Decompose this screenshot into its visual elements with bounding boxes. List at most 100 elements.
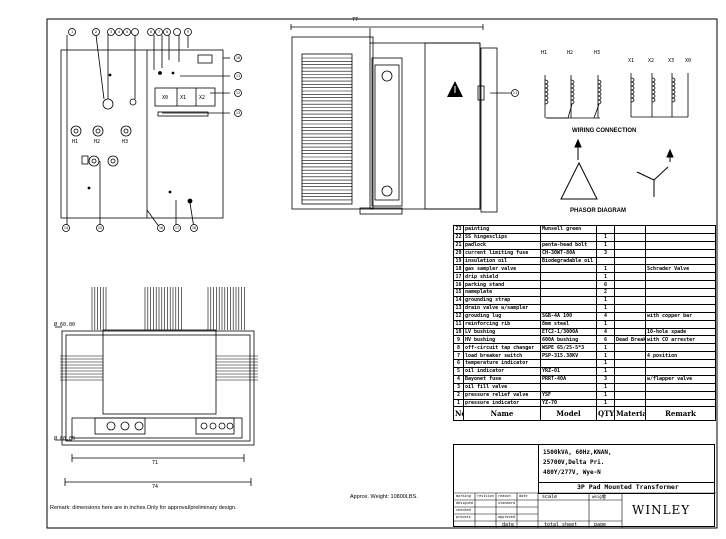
bom-cell-name: pressure relief valve xyxy=(463,390,541,400)
bom-cell-remark: with copper bar xyxy=(645,311,716,321)
wiring-x2: X2 xyxy=(648,58,655,64)
bom-cell-material xyxy=(614,303,646,313)
bom-cell-model: YZ-70 xyxy=(540,398,597,408)
front-view xyxy=(60,30,230,229)
bom-cell-name: painting xyxy=(463,225,541,234)
bom-cell-model xyxy=(540,382,597,392)
hv-bushing-icon xyxy=(120,125,132,137)
bom-cell-remark xyxy=(645,296,716,305)
top-dim-bottom-1: 71 xyxy=(152,460,159,466)
wiring-coils xyxy=(544,77,676,105)
balloon-number: 13 xyxy=(235,110,241,115)
temperature-gauge-icon xyxy=(129,98,137,106)
bom-cell-remark xyxy=(645,225,716,234)
bom-header-material: Material xyxy=(614,406,646,422)
bom-cell-material xyxy=(614,351,646,361)
bom-cell-material xyxy=(614,367,646,376)
bom-cell-name: SS hingesclips xyxy=(463,232,541,242)
balloon-number: 3 xyxy=(109,29,113,34)
bom-cell-name: drip shield xyxy=(463,272,541,282)
bom-cell-material xyxy=(614,272,646,282)
bom-cell-qty: 3 xyxy=(596,374,615,384)
bom-cell-material xyxy=(614,248,646,258)
bom-cell-name: insulation oil xyxy=(463,256,541,266)
tb-revision: revision xyxy=(477,494,494,498)
side-radiator-block xyxy=(301,53,353,205)
bom-cell-material xyxy=(614,398,646,408)
bom-cell-model: ETC2-1/3000A xyxy=(540,327,597,337)
bom-cell-remark xyxy=(645,303,716,313)
bom-cell-qty: 1 xyxy=(596,303,615,313)
bom-cell-no: 20 xyxy=(453,248,464,258)
spec-line-2: 25700V,Delta Pri. xyxy=(543,459,605,466)
bom-cell-qty: 1 xyxy=(596,382,615,392)
bom-cell-name: nameplate xyxy=(463,288,541,298)
balloon-number: 8 xyxy=(165,29,169,34)
bom-cell-name: drain valve w/sampler xyxy=(463,303,541,313)
bom-cell-qty: 1 xyxy=(596,240,615,250)
bom-cell-model xyxy=(540,288,597,298)
bom-cell-name: grouding lug xyxy=(463,311,541,321)
bom-cell-remark: 4 position xyxy=(645,351,716,361)
top-dim-left-lower: Ø 60.00 xyxy=(54,436,76,442)
bom-cell-name: pressure indicator xyxy=(463,398,541,408)
bom-cell-material xyxy=(614,264,646,274)
bom-cell-remark: Schrader Valve xyxy=(645,264,716,274)
phasor-wye-leg xyxy=(636,171,655,181)
bom-cell-name: gas sampler valve xyxy=(463,264,541,274)
wiring-h2: H2 xyxy=(567,50,574,56)
bom-cell-qty: 1 xyxy=(596,390,615,400)
bom-cell-qty: 3 xyxy=(596,248,615,258)
bom-cell-model: SGB-4A 100 xyxy=(540,311,597,321)
bom-cell-remark xyxy=(645,390,716,400)
bushing-label-x0: X0 xyxy=(162,95,169,101)
bom-cell-qty: 1 xyxy=(596,264,615,274)
bushing-label-h2: H2 xyxy=(94,139,101,145)
bom-cell-model: Munsell green xyxy=(540,225,597,234)
bom-cell-model: penta-head bolt xyxy=(540,240,597,250)
bom-cell-material xyxy=(614,288,646,298)
bom-cell-no: 1 xyxy=(453,398,464,408)
top-dim-left-upper: Ø 60.00 xyxy=(54,322,76,328)
bom-cell-qty: 6 xyxy=(596,335,615,345)
bom-cell-no: 2 xyxy=(453,390,464,400)
balloon-number: 6 xyxy=(149,29,153,34)
bom-cell-material xyxy=(614,280,646,290)
bom-cell-material: Dead Break xyxy=(614,335,646,345)
bom-cell-material xyxy=(614,327,646,337)
title-grid xyxy=(454,492,716,528)
bom-cell-remark xyxy=(645,272,716,282)
bom-cell-material xyxy=(614,374,646,384)
bom-cell-no: 3 xyxy=(453,382,464,392)
balloon-number: 5 xyxy=(125,29,129,34)
bom-cell-model xyxy=(540,272,597,282)
bom-cell-material xyxy=(614,240,646,250)
bom-cell-name: padlock xyxy=(463,240,541,250)
top-dim-bottom-2: 74 xyxy=(152,484,159,490)
side-tank-outline xyxy=(291,36,374,210)
tb-total-sheet: total sheet xyxy=(544,522,578,528)
tb-process: process xyxy=(456,515,471,519)
bom-cell-qty: 1 xyxy=(596,343,615,353)
tb-checked: checked xyxy=(456,508,471,512)
balloon-number: 9 xyxy=(186,29,190,34)
bom-cell-no: 12 xyxy=(453,311,464,321)
spec-line-1: 1500kVA, 60Hz,KNAN, xyxy=(543,449,612,456)
hv-bushing-icon xyxy=(107,155,119,167)
bom-cell-model: PSP-315.38KV xyxy=(540,351,597,361)
bom-header-name: Name xyxy=(463,406,541,422)
tb-standard: standard xyxy=(498,501,515,505)
wiring-x3: X3 xyxy=(668,58,675,64)
